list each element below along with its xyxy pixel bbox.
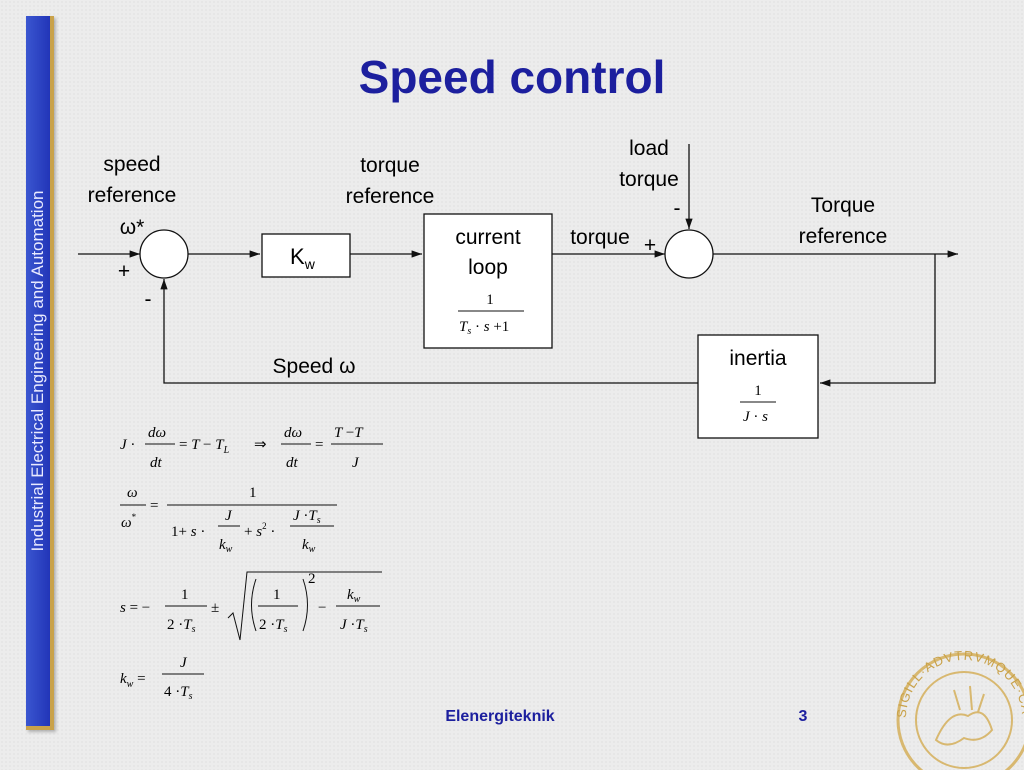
torque-ref-label-1: torque — [360, 154, 420, 177]
svg-text:J: J — [180, 655, 188, 671]
svg-text:±: ± — [211, 600, 219, 616]
svg-text:−: − — [318, 600, 326, 616]
svg-text:2 ·Ts: 2 ·Ts — [167, 617, 196, 635]
speed-ref-label-2: reference — [88, 184, 177, 207]
equation-2: ω ω* = 1 1+ s · J kw + s2 · J ·Ts kw — [120, 485, 337, 555]
torque-label: torque — [570, 226, 630, 249]
svg-text:s = −: s = − — [120, 600, 150, 616]
speed-feedback-line — [160, 279, 698, 384]
svg-text:ω: ω — [127, 485, 138, 501]
load-torque-label-2: torque — [619, 168, 679, 191]
svg-text:+ s2 ·: + s2 · — [244, 521, 275, 540]
inertia-tf-num: 1 — [754, 383, 762, 399]
svg-text:J: J — [352, 455, 360, 471]
svg-text:ω*: ω* — [121, 512, 137, 531]
svg-text:J: J — [225, 508, 233, 524]
sum1-plus: + — [118, 260, 130, 283]
svg-text:4 ·Ts: 4 ·Ts — [164, 684, 193, 702]
svg-text:kw =: kw = — [120, 671, 146, 690]
output-label-2: reference — [799, 225, 888, 248]
sum1-minus: - — [145, 288, 152, 311]
svg-text:J ·Ts: J ·Ts — [293, 508, 321, 526]
summing-junction-1 — [139, 229, 189, 279]
omega-star-label: ω* — [120, 216, 145, 239]
equation-3: s = − 1 2 ·Ts ± 1 2 ·Ts 2 − kw J ·Ts — [120, 571, 382, 641]
university-seal: SIGILL·ADVTRVMQUE·CAROLINAE·LVNDENSIS — [888, 620, 1024, 770]
current-loop-tf-den: Ts · s +1 — [459, 319, 509, 337]
svg-text:⇒: ⇒ — [254, 437, 267, 453]
footer-label: Elenergiteknik — [445, 708, 555, 725]
output-label-1: Torque — [811, 194, 875, 217]
speed-ref-label-1: speed — [103, 153, 160, 176]
svg-text:dω: dω — [148, 425, 166, 441]
current-loop-block — [423, 213, 553, 349]
svg-text:T −T: T −T — [334, 425, 364, 441]
svg-text:1+ s ·: 1+ s · — [171, 524, 205, 540]
svg-text:=: = — [150, 498, 158, 514]
svg-text:kw: kw — [219, 537, 233, 555]
equation-4: kw = J 4 ·Ts — [120, 655, 204, 702]
svg-text:1: 1 — [249, 485, 257, 501]
svg-text:dt: dt — [286, 455, 299, 471]
current-loop-label-1: current — [455, 226, 521, 249]
sum2-plus: + — [644, 234, 656, 257]
svg-text:1: 1 — [273, 587, 281, 603]
output-to-inertia-line — [820, 254, 936, 387]
svg-text:= T − TL: = T − TL — [179, 437, 230, 456]
torque-ref-label-2: reference — [346, 185, 435, 208]
svg-text:J ·: J · — [120, 437, 135, 453]
speed-feedback-label: Speed ω — [273, 355, 356, 378]
svg-text:kw: kw — [347, 587, 361, 605]
sidebar-band: Industrial Electrical Engineering and Au… — [26, 16, 54, 730]
svg-text:kw: kw — [302, 537, 316, 555]
inertia-block — [697, 334, 819, 439]
summing-junction-2 — [664, 229, 714, 279]
inertia-tf-den: J · s — [743, 409, 768, 425]
kw-block — [261, 233, 351, 278]
equation-1: J · dω dt = T − TL ⇒ dω dt = T −T J — [120, 425, 383, 471]
svg-text:J ·Ts: J ·Ts — [340, 617, 368, 635]
current-loop-label-2: loop — [468, 256, 508, 279]
inertia-label: inertia — [729, 347, 787, 370]
current-loop-tf-num: 1 — [486, 292, 494, 308]
svg-text:2 ·Ts: 2 ·Ts — [259, 617, 288, 635]
page-number: 3 — [798, 708, 808, 725]
svg-text:1: 1 — [181, 587, 189, 603]
svg-text:SIGILL·ADVTRVMQUE·CAROLINAE·LV: SIGILL·ADVTRVMQUE·CAROLINAE·LVNDENSIS — [888, 620, 1024, 718]
svg-text:=: = — [315, 437, 323, 453]
slide-title: Speed control — [358, 51, 666, 103]
svg-text:dt: dt — [150, 455, 163, 471]
sum2-minus: - — [674, 197, 681, 220]
svg-text:dω: dω — [284, 425, 302, 441]
svg-text:2: 2 — [308, 571, 316, 587]
load-torque-label-1: load — [629, 137, 669, 160]
kw-label: Kw — [290, 244, 316, 272]
